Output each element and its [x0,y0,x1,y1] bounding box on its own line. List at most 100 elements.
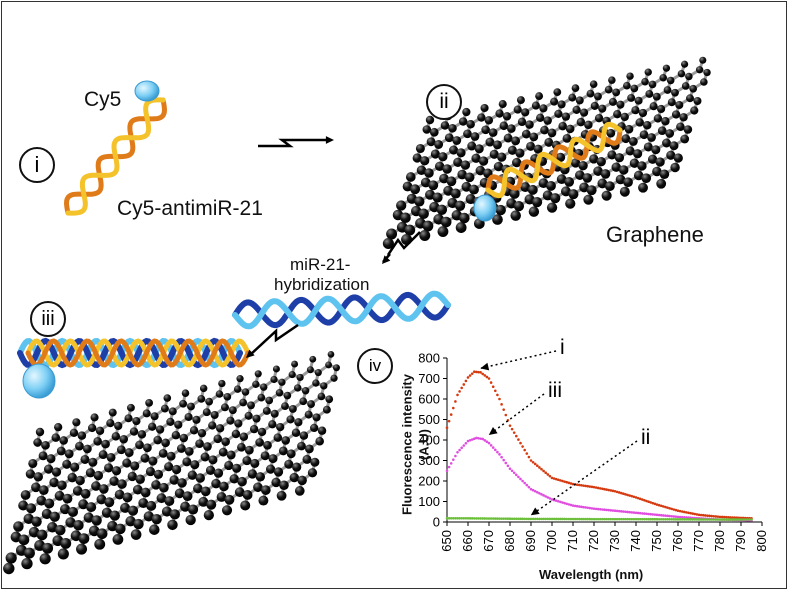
data-point [622,510,625,513]
data-point [645,512,648,516]
data-point [460,517,464,520]
data-point [445,517,449,520]
data-point [720,515,724,519]
data-point [578,517,581,521]
data-point [525,483,529,487]
data-point [720,518,724,521]
data-point [475,517,478,520]
data-point [645,499,648,503]
data-point [456,393,459,397]
data-point [548,474,552,478]
data-point [473,517,476,520]
data-point [653,517,657,521]
cy5-dye-iii [22,363,56,399]
data-point [704,518,707,521]
data-point [708,518,711,521]
data-point [464,517,468,520]
data-point [542,469,545,473]
data-point [462,517,466,520]
data-point [554,517,558,521]
data-point [714,518,718,521]
data-point [687,518,690,521]
y-tick-label: 300 [418,453,440,468]
data-point [674,508,678,512]
data-point [725,518,728,521]
data-point [479,437,482,440]
data-point [697,518,701,521]
data-point [735,518,739,521]
data-point [649,501,652,504]
data-point [588,506,592,510]
data-point [605,508,608,512]
data-point [491,385,495,389]
data-point [630,494,634,498]
annotation-label-iii: iii [548,379,562,402]
data-point [498,453,501,456]
data-point [599,517,602,521]
data-point [628,510,631,514]
data-point [731,516,734,519]
cy5-dye-ii [473,194,497,222]
data-point [680,515,684,519]
data-point [638,517,642,521]
data-point [502,408,506,411]
data-point [596,517,600,521]
data-point [710,514,713,518]
data-point [519,517,522,521]
data-point [557,478,560,482]
data-point [727,515,730,519]
y-tick-label: 0 [433,515,440,530]
data-point [552,517,556,521]
data-point [620,510,623,513]
data-point [550,476,554,480]
data-point [479,517,482,520]
data-point [741,518,745,521]
data-point [523,448,526,452]
data-point [687,511,690,515]
data-point [588,485,592,488]
data-point [565,502,568,506]
data-point [659,517,663,521]
data-point [590,507,594,510]
data-point [504,517,508,520]
data-point [586,506,589,510]
data-point [609,489,613,492]
data-point [546,473,550,476]
data-point [487,377,491,380]
data-point [563,501,566,505]
data-point [458,448,461,452]
data-point [632,511,636,514]
data-point [460,386,464,390]
data-point [477,370,480,374]
data-point [529,459,533,462]
data-point [489,444,493,447]
data-point [464,441,468,445]
data-point [664,514,667,517]
data-point [624,510,627,514]
data-point [586,517,589,521]
data-point [504,413,508,417]
data-point [573,517,577,521]
data-point [485,440,489,444]
data-point [617,517,621,521]
data-point [479,371,482,374]
data-point [601,487,604,491]
data-point [575,504,579,508]
data-point [678,509,682,513]
data-point [620,517,623,521]
data-point [596,486,600,490]
data-point [647,512,650,516]
data-point [470,372,474,375]
data-point [590,485,594,489]
data-point [540,517,543,521]
data-point [575,483,579,486]
x-tick-label: 740 [628,530,643,552]
data-point [557,499,560,503]
data-point [662,514,665,517]
data-point [487,441,491,445]
data-point [519,477,522,481]
data-point [554,499,558,502]
data-point [596,507,600,511]
data-point [506,517,510,520]
